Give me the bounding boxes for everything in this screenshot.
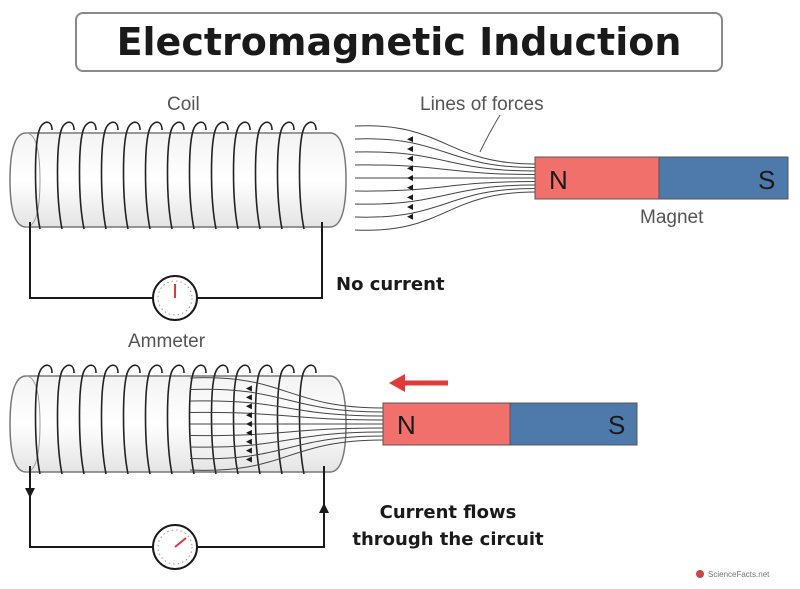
field-line-arrow <box>245 421 252 427</box>
field-line <box>354 191 536 231</box>
coil-winding <box>254 364 273 475</box>
field-line-arrow <box>245 394 252 401</box>
field-line <box>354 138 536 168</box>
field-line-arrow <box>407 194 413 201</box>
page-title: Electromagnetic Induction <box>75 12 723 72</box>
bottom-magnet <box>382 402 638 446</box>
bottom-setup: N S Current flows through the circuit <box>9 364 638 570</box>
top-field-lines <box>354 125 536 231</box>
top-ammeter <box>152 275 198 321</box>
watermark-text: ScienceFacts.net <box>708 570 770 579</box>
top-circuit <box>29 222 323 299</box>
field-line <box>354 184 536 205</box>
top-magnet <box>534 156 789 200</box>
current-arrow-up <box>319 503 329 513</box>
field-line-arrow <box>407 204 413 211</box>
field-line-arrow <box>245 385 252 392</box>
coil-winding <box>188 121 207 230</box>
top-north-label: N <box>549 165 568 195</box>
top-setup: N S Coil Lines of forces Magnet No curre… <box>9 94 789 352</box>
field-line-arrow <box>245 456 252 463</box>
coil-winding <box>144 364 163 475</box>
field-line <box>354 151 536 172</box>
field-line <box>189 435 384 460</box>
field-line <box>354 125 536 165</box>
field-line-arrow <box>245 412 252 419</box>
field-line-arrow <box>245 429 252 436</box>
bottom-south-label: S <box>608 410 625 440</box>
field-line <box>189 388 384 413</box>
coil-winding <box>210 121 229 230</box>
field-line-arrow <box>245 438 252 445</box>
field-line-arrow <box>245 403 252 410</box>
field-line-arrow <box>407 175 413 181</box>
coil-winding <box>100 121 119 230</box>
coil-winding <box>34 121 53 230</box>
coil-winding <box>78 121 97 230</box>
ammeter-label: Ammeter <box>128 331 206 352</box>
top-coil <box>9 121 347 230</box>
field-line-arrow <box>407 213 413 220</box>
field-line <box>354 188 536 218</box>
field-line <box>189 411 384 421</box>
top-south-label: S <box>758 165 775 195</box>
current-arrow-down <box>25 488 35 498</box>
coil-winding <box>144 121 163 230</box>
no-current-label: No current <box>336 274 445 295</box>
coil-winding <box>122 121 141 230</box>
field-line-arrow <box>407 136 413 143</box>
coil-winding <box>232 121 251 230</box>
field-line-arrow <box>245 447 252 454</box>
bottom-north-label: N <box>397 410 416 440</box>
field-line <box>354 181 536 192</box>
field-line <box>189 400 384 417</box>
watermark-logo: ScienceFacts.net <box>696 570 770 579</box>
field-line <box>354 164 536 175</box>
coil-winding <box>166 121 185 230</box>
field-line <box>189 377 384 409</box>
coil-winding <box>100 364 119 475</box>
field-line-arrow <box>407 155 413 162</box>
bottom-ammeter <box>152 524 198 570</box>
field-line <box>189 439 384 471</box>
bottom-field-lines <box>189 377 384 471</box>
coil-winding <box>298 121 317 230</box>
bottom-coil <box>9 364 347 475</box>
magnet-label: Magnet <box>640 207 704 228</box>
current-flows-label: Current flows <box>380 502 517 523</box>
field-line-arrow <box>407 145 413 152</box>
coil-label: Coil <box>167 94 200 115</box>
coil-winding <box>78 364 97 475</box>
coil-winding <box>122 364 141 475</box>
coil-winding <box>56 121 75 230</box>
coil-winding <box>298 364 317 475</box>
field-line-arrow <box>407 184 413 191</box>
field-line <box>189 431 384 448</box>
coil-winding <box>276 121 295 230</box>
motion-arrow <box>389 374 448 392</box>
coil-winding <box>276 364 295 475</box>
coil-winding <box>188 364 207 475</box>
through-circuit-label: through the circuit <box>352 529 544 550</box>
coil-winding <box>56 364 75 475</box>
lines-of-forces-label: Lines of forces <box>420 94 544 115</box>
coil-winding <box>210 364 229 475</box>
field-line <box>189 427 384 437</box>
coil-winding <box>34 364 53 475</box>
coil-winding <box>166 364 185 475</box>
coil-winding <box>254 121 273 230</box>
field-line-arrow <box>407 165 413 172</box>
